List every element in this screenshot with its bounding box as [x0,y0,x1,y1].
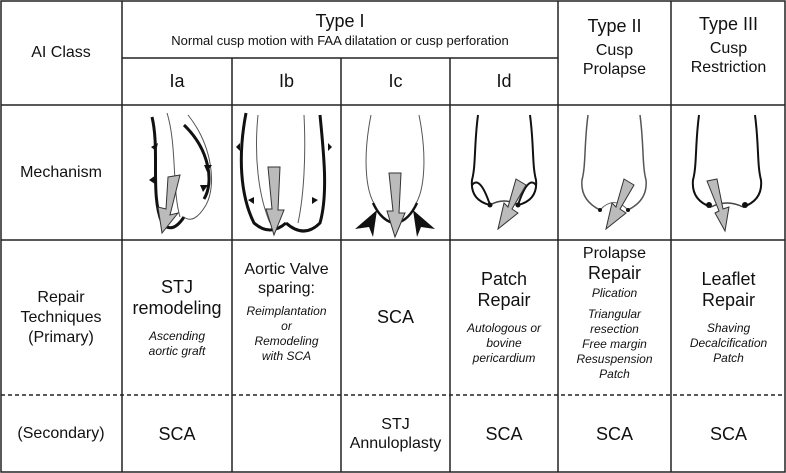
subtype-ib-label: Ib [278,71,294,91]
repair-label-1: Repair [37,288,85,306]
primary-ib-sub1: Reimplantation [246,304,327,318]
mechanism-type2-diagram [581,114,647,231]
primary-t2-sub3: resection [590,322,639,336]
secondary-row-label: (Secondary) [0,395,122,473]
primary-id-sub2: bovine [486,336,522,350]
secondary-ic: STJ Annuloplasty [341,395,450,473]
primary-ib-sub4: with SCA [261,349,312,363]
primary-id-sub3: pericardium [472,351,536,365]
primary-t3-main2: Repair [701,290,756,310]
mechanism-id-diagram [470,114,538,231]
primary-type2: Prolapse Repair Plication Triangular res… [558,240,671,395]
secondary-ic-text1: STJ [381,416,410,433]
type1-title: Type I [315,10,365,31]
ai-class-label: AI Class [31,43,91,61]
primary-ia-sub2: aortic graft [148,343,206,358]
subtype-ia: Ia [122,58,232,105]
type2-sub2: Prolapse [582,61,647,78]
mechanism-row-label: Mechanism [0,105,122,240]
secondary-ib [232,395,341,473]
subtype-id-label: Id [496,71,512,91]
repair-row-label: Repair Techniques (Primary) [0,240,122,395]
ai-class-header: AI Class [0,0,122,105]
mechanism-ia-diagram [149,112,213,235]
subtype-id: Id [450,58,558,105]
subtype-ib: Ib [232,58,341,105]
mechanism-ic-diagram [355,114,435,239]
primary-ia-sub1: Ascending [148,328,206,343]
type1-subtitle: Normal cusp motion with FAA dilatation o… [171,32,509,48]
primary-id-main1: Patch [480,269,528,289]
type2-title: Type II [587,16,642,36]
type3-sub2: Restriction [690,59,767,76]
mechanism-label: Mechanism [20,163,102,181]
primary-ia-main2: remodeling [132,297,222,318]
repair-label-2: Techniques [20,308,102,326]
secondary-t2-text: SCA [595,423,633,444]
type1-header: Type I Normal cusp motion with FAA dilat… [122,2,558,58]
primary-ic-main1: SCA [376,307,414,327]
type3-header: Type III Cusp Restriction [671,8,786,103]
primary-t3-sub3: Patch [713,351,744,365]
mechanism-type3-diagram [691,114,763,233]
secondary-t3-text: SCA [709,423,747,444]
primary-t2-main1: Prolapse [582,245,647,262]
secondary-type2: SCA [558,395,671,473]
type3-title: Type III [698,14,759,34]
subtype-ic-label: Ic [388,71,403,91]
secondary-id-text: SCA [485,423,523,444]
primary-ib-sub3: Remodeling [254,334,319,348]
primary-ia: STJ remodeling Ascending aortic graft [122,240,232,395]
secondary-ia: SCA [122,395,232,473]
primary-t2-main2: Repair [587,263,642,283]
primary-t2-sub1: Plication [591,286,638,300]
type2-header: Type II Cusp Prolapse [558,8,671,103]
type2-sub1: Cusp [595,42,634,59]
secondary-ia-text: SCA [158,423,196,444]
primary-t2-sub6: Patch [599,367,630,381]
subtype-ia-label: Ia [169,71,185,91]
type3-sub1: Cusp [709,40,748,57]
primary-t2-sub4: Free margin [582,337,647,351]
primary-ia-main1: STJ [160,276,193,297]
primary-t3-sub1: Shaving [706,321,751,335]
primary-type3: Leaflet Repair Shaving Decalcification P… [671,240,786,395]
secondary-id: SCA [450,395,558,473]
primary-id-sub1: Autologous or [466,321,542,335]
primary-t2-sub2: Triangular [587,307,642,321]
primary-id-main2: Repair [477,290,531,310]
primary-ib: Aortic Valve sparing: Reimplantation or … [232,240,341,395]
secondary-type3: SCA [671,395,786,473]
secondary-label: (Secondary) [17,425,105,442]
mechanism-ib-diagram [236,112,332,237]
primary-t2-sub5: Resuspension [576,352,653,366]
repair-label-3: (Primary) [28,328,94,346]
primary-id: Patch Repair Autologous or bovine perica… [450,240,558,395]
primary-ib-sub2: or [281,319,292,333]
primary-ic: SCA [341,240,450,395]
subtype-ic: Ic [341,58,450,105]
secondary-ic-text2: Annuloplasty [349,435,442,452]
primary-t3-main1: Leaflet [701,269,756,289]
primary-ib-main1: Aortic Valve [244,261,329,278]
primary-ib-main2: sparing: [258,280,315,297]
primary-t3-sub2: Decalcification [689,336,768,350]
